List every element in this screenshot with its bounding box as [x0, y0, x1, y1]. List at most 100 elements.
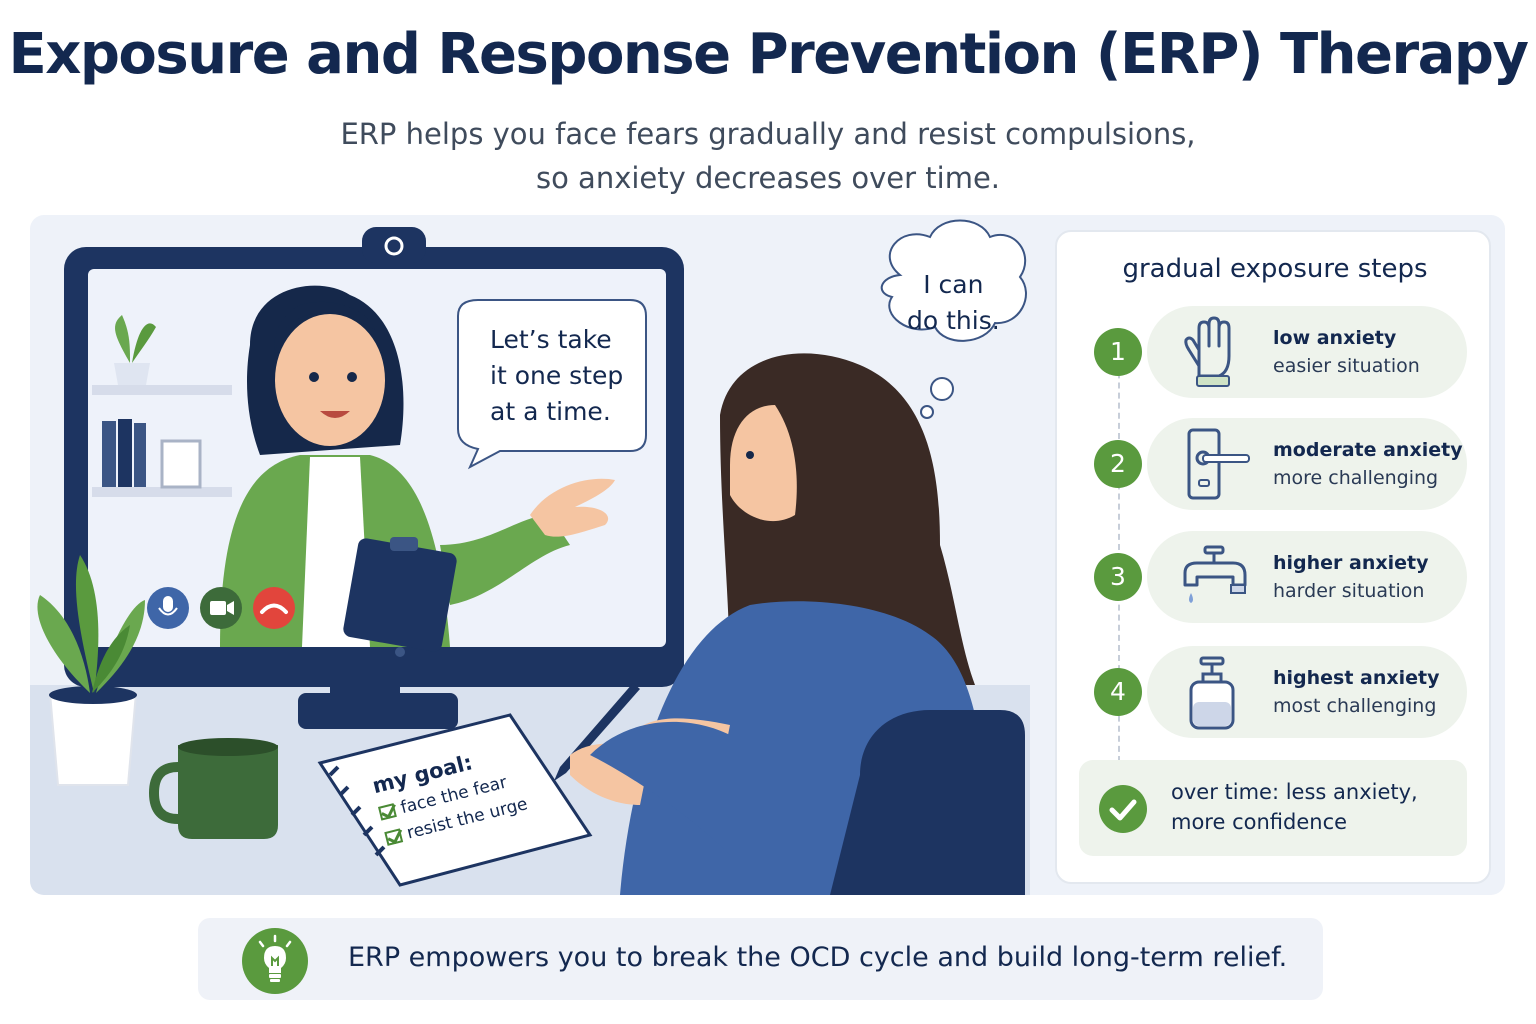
steps-connector: [1118, 332, 1120, 762]
small-plant-leaf: [115, 315, 130, 363]
check-icon: [1099, 785, 1147, 833]
thought-bubble: [880, 219, 1027, 342]
step-description: easier situation: [1273, 355, 1420, 377]
client-thought-line: do this.: [907, 306, 1000, 335]
clipboard-icon: [343, 538, 457, 652]
lightbulb-icon: [242, 928, 308, 994]
step-4: 4 highest anxiety most challenging: [1057, 646, 1493, 738]
step-number: 1: [1094, 328, 1142, 376]
webcam-lens: [384, 236, 404, 256]
step-number: 4: [1094, 668, 1142, 716]
mug: [178, 745, 278, 839]
plant-soil: [49, 686, 137, 704]
therapist-mouth: [320, 411, 350, 418]
step-text: highest anxiety most challenging: [1273, 664, 1440, 720]
monitor-base: [298, 693, 458, 729]
steps-panel-title: gradual exposure steps: [1122, 254, 1428, 284]
page-title: Exposure and Response Prevention (ERP) T…: [8, 22, 1529, 87]
hand-icon: [1184, 316, 1231, 387]
therapist-eye: [309, 372, 319, 382]
camera-glyph: [227, 601, 234, 615]
checkbox-icon: [377, 803, 397, 821]
therapist-speech-line: Let’s take: [490, 325, 612, 354]
small-pot: [114, 363, 150, 385]
client-thought: I can do this.: [907, 267, 1000, 339]
step-text: low anxiety easier situation: [1273, 324, 1420, 380]
lightbulb-glyph: [258, 934, 292, 982]
shelf-bottom: [92, 487, 232, 497]
summary-card: over time: less anxiety, more confidence: [1079, 760, 1467, 856]
step-number: 2: [1094, 440, 1142, 488]
summary-text: over time: less anxiety, more confidence: [1171, 777, 1418, 837]
summary-line-2: more confidence: [1171, 810, 1348, 834]
client-eye: [746, 451, 754, 459]
step-card: highest anxiety most challenging: [1147, 646, 1467, 738]
step-level: low anxiety: [1273, 327, 1397, 349]
step-text: moderate anxiety more challenging: [1273, 436, 1463, 492]
client-thought-line: I can: [923, 270, 984, 299]
step-number: 3: [1094, 553, 1142, 601]
step-description: harder situation: [1273, 580, 1425, 602]
chair: [830, 710, 1025, 895]
power-led: [395, 647, 405, 657]
step-description: most challenging: [1273, 695, 1437, 717]
plant-leaf: [92, 625, 130, 693]
door-handle-icon: [1187, 428, 1250, 500]
step-level: higher anxiety: [1273, 552, 1429, 574]
step-text: higher anxiety harder situation: [1273, 549, 1429, 605]
therapist-speech: Let’s take it one step at a time.: [490, 322, 623, 430]
plant-pot: [48, 692, 138, 786]
exposure-steps-panel: gradual exposure steps 1 low anxiety eas…: [1055, 230, 1491, 884]
mug-rim: [178, 738, 278, 756]
therapist-hand: [530, 478, 615, 537]
therapist-speech-bubble: [457, 299, 647, 470]
hang-up-glyph: [260, 603, 288, 614]
thought-dot: [920, 405, 934, 419]
plant-leaf: [75, 555, 99, 693]
step-3: 3 higher anxiety harder situation: [1057, 531, 1493, 623]
microphone-glyph: [163, 596, 173, 612]
therapist-eye: [347, 372, 357, 382]
step-card: higher anxiety harder situation: [1147, 531, 1467, 623]
shelf-top: [92, 385, 232, 395]
therapist-fringe: [274, 301, 375, 355]
notebook-spiral: [328, 765, 386, 857]
book: [102, 421, 116, 487]
step-card: moderate anxiety more challenging: [1147, 418, 1467, 510]
footer-message: ERP empowers you to break the OCD cycle …: [348, 942, 1288, 973]
step-level: moderate anxiety: [1273, 439, 1463, 461]
book: [118, 419, 132, 487]
summary-line-1: over time: less anxiety,: [1171, 780, 1418, 804]
step-1: 1 low anxiety easier situation: [1057, 306, 1493, 398]
picture-frame-icon: [160, 439, 202, 489]
hang-up-icon[interactable]: [253, 587, 295, 629]
subtitle-line-1: ERP helps you face fears gradually and r…: [340, 117, 1196, 151]
client-face: [730, 405, 797, 522]
step-2: 2 moderate anxiety more challenging: [1057, 418, 1493, 510]
page-subtitle: ERP helps you face fears gradually and r…: [0, 112, 1536, 200]
camera-glyph: [210, 601, 226, 615]
mug-handle: [148, 762, 179, 824]
faucet-icon: [1183, 545, 1247, 603]
therapist-arm: [440, 515, 570, 605]
step-description: more challenging: [1273, 467, 1439, 489]
book: [134, 423, 146, 487]
thought-dot: [930, 377, 954, 401]
check-glyph: [1109, 799, 1137, 821]
client-arm: [590, 721, 730, 855]
step-card: low anxiety easier situation: [1147, 306, 1467, 398]
soap-dispenser-icon: [1189, 656, 1235, 730]
checkbox-icon: [384, 828, 404, 846]
small-plant-leaf: [132, 323, 156, 363]
footer-banner: ERP empowers you to break the OCD cycle …: [198, 918, 1323, 1000]
step-level: highest anxiety: [1273, 667, 1440, 689]
therapist-speech-line: at a time.: [490, 397, 611, 426]
microphone-glyph: [158, 607, 178, 616]
subtitle-line-2: so anxiety decreases over time.: [535, 161, 1001, 195]
therapist-face: [275, 314, 385, 446]
clipboard-clip: [390, 537, 418, 551]
scene-artwork: [30, 219, 1030, 895]
webcam: [362, 227, 426, 263]
therapist-speech-line: it one step: [490, 361, 624, 390]
plant-leaf: [37, 595, 90, 693]
